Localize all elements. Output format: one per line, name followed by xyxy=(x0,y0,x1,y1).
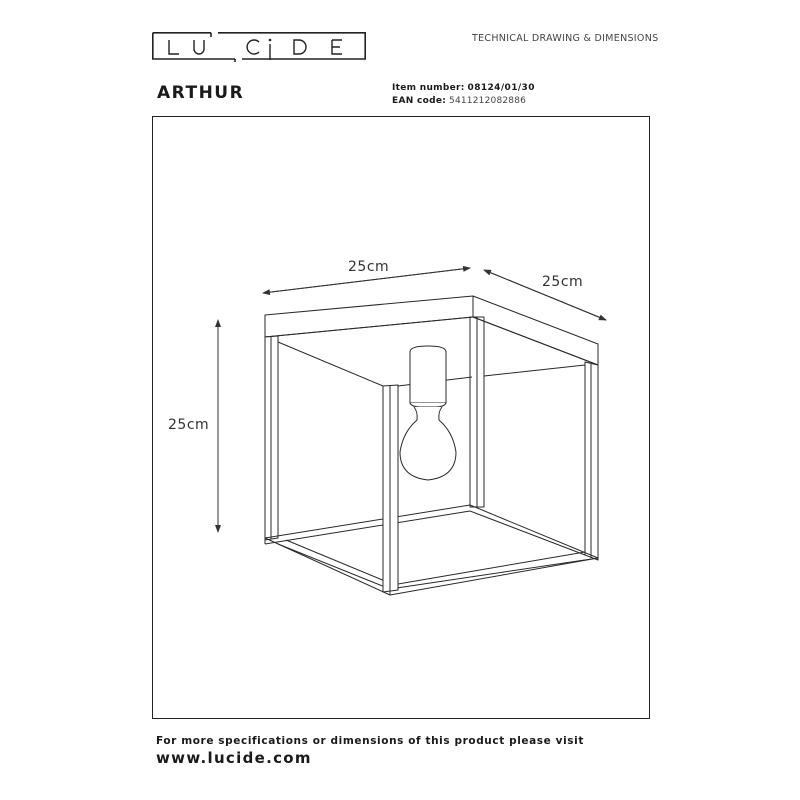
width-dimension-label: 25cm xyxy=(348,259,390,275)
document-type-label: TECHNICAL DRAWING & DIMENSIONS xyxy=(472,33,659,44)
item-number-value: 08124/01/30 xyxy=(467,83,535,93)
ean-label: EAN code xyxy=(392,96,443,106)
footer-info-text: For more specifications or dimensions of… xyxy=(156,735,584,747)
ean-row: EAN code: 5411212082886 xyxy=(392,96,527,106)
depth-dimension-label: 25cm xyxy=(542,274,584,290)
item-number-label: Item number: xyxy=(392,83,465,93)
product-name: ARTHUR xyxy=(157,83,245,103)
website-link[interactable]: www.lucide.com xyxy=(156,749,312,767)
item-number-row: Item number: 08124/01/30 xyxy=(392,82,535,95)
product-meta: Item number: 08124/01/30 EAN code: 54112… xyxy=(392,82,535,108)
brand-logo xyxy=(152,32,366,62)
ean-value: 5411212082886 xyxy=(449,96,527,106)
drawing-frame xyxy=(152,116,650,719)
height-dimension-label: 25cm xyxy=(168,417,210,433)
lucide-logo-icon xyxy=(152,32,366,62)
